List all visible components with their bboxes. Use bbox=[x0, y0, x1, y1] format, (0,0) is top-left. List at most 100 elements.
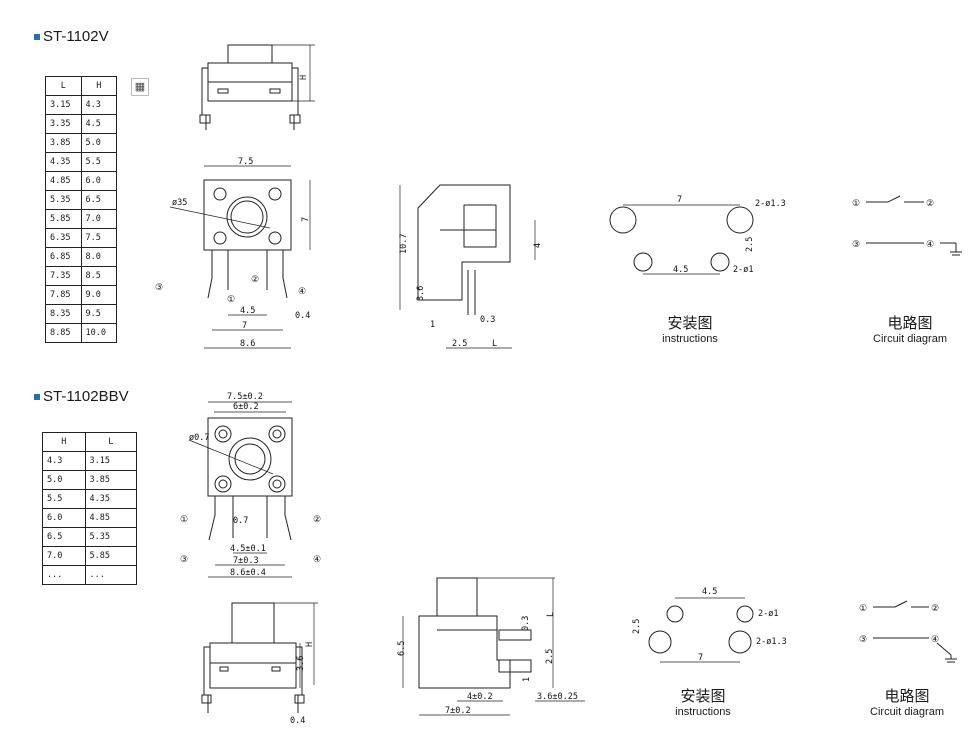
pin-3-label: ③ bbox=[180, 554, 188, 564]
dim-7-5-tol: 7.5±0.2 bbox=[227, 392, 263, 402]
front-view-st1102bbv: H 3.6 0.4 bbox=[201, 602, 318, 726]
dim-6-tol: 6±0.2 bbox=[233, 402, 259, 412]
circuit-pin-3: ③ bbox=[852, 239, 860, 249]
inst-hole-13: 2-ø1.3 bbox=[756, 637, 787, 647]
pin-1-label: ① bbox=[227, 294, 235, 304]
dim-1: 1 bbox=[430, 320, 435, 330]
dim-0-7: 0.7 bbox=[233, 516, 248, 526]
table-cell: 4.3 bbox=[42, 451, 86, 471]
section-title-st1102bbv: ST-1102BBV bbox=[34, 388, 129, 405]
dim-diameter: ø35 bbox=[172, 198, 187, 208]
calculator-icon[interactable]: ▦ bbox=[131, 78, 149, 96]
circuit-caption-en: Circuit diagram bbox=[873, 333, 947, 345]
dim-8-6-tol: 8.6±0.4 bbox=[230, 568, 266, 578]
dim-0-3: 0.3 bbox=[521, 616, 531, 631]
table-cell: 6.5 bbox=[80, 190, 117, 210]
install-caption-cn: 安装图 bbox=[667, 315, 713, 332]
table-cell: 7.85 bbox=[45, 285, 82, 305]
dim-4: 4 bbox=[533, 243, 543, 248]
dim-0-3: 0.3 bbox=[480, 315, 495, 325]
table-cell: 6.0 bbox=[80, 171, 117, 191]
table-cell: 8.5 bbox=[80, 266, 117, 286]
inst-dim-7: 7 bbox=[677, 195, 682, 205]
section-title-text: ST-1102V bbox=[43, 28, 109, 45]
circuit-caption-en: Circuit diagram bbox=[870, 706, 944, 718]
dim-7-pins: 7 bbox=[242, 321, 247, 331]
table-cell: 6.85 bbox=[45, 247, 82, 267]
table-cell: 7.5 bbox=[80, 228, 117, 248]
table-cell: 4.5 bbox=[80, 114, 117, 134]
table-cell: 4.3 bbox=[80, 95, 117, 115]
section-title-text: ST-1102BBV bbox=[43, 388, 129, 405]
side-view-st1102v: 10.7 4 3.6 1 0.3 2.5 L bbox=[399, 184, 543, 349]
dim-7-tol: 7±0.2 bbox=[445, 706, 471, 716]
dim-0-7-diam: ø0.7 bbox=[189, 433, 209, 443]
inst-dim-7: 7 bbox=[698, 653, 703, 663]
dim-l: L bbox=[546, 612, 556, 617]
table-header: H bbox=[42, 432, 86, 452]
table-cell: 6.0 bbox=[42, 508, 86, 528]
inst-hole-13: 2-ø1.3 bbox=[755, 199, 786, 209]
install-caption-en: instructions bbox=[675, 706, 731, 718]
circuit-diagram-st1102bbv: ① ② ③ ④ bbox=[859, 600, 957, 663]
dim-4-5: 4.5 bbox=[240, 306, 255, 316]
table-cell: 4.35 bbox=[84, 489, 138, 509]
dim-10-7: 10.7 bbox=[399, 234, 409, 254]
dim-4-tol: 4±0.2 bbox=[467, 692, 493, 702]
table-header: L bbox=[45, 76, 82, 96]
table-header: L bbox=[84, 432, 138, 452]
pin-1-label: ① bbox=[180, 514, 188, 524]
circuit-pin-4: ④ bbox=[931, 634, 939, 644]
dim-l: L bbox=[492, 339, 497, 349]
install-caption-st1102v: 安装图 instructions bbox=[640, 312, 740, 345]
table-cell: 5.0 bbox=[42, 470, 86, 490]
side-view-st1102bbv: L 0.3 6.5 2.5 1 4±0.2 7±0.2 3.6±0.25 bbox=[397, 577, 585, 716]
table-cell: ... bbox=[42, 565, 86, 585]
table-cell: 7.35 bbox=[45, 266, 82, 286]
install-caption-en: instructions bbox=[662, 333, 718, 345]
table-cell: 4.35 bbox=[45, 152, 82, 172]
table-cell: 3.15 bbox=[45, 95, 82, 115]
inst-dim-2-5: 2.5 bbox=[745, 237, 755, 252]
table-cell: 8.35 bbox=[45, 304, 82, 324]
inst-dim-2-5: 2.5 bbox=[632, 619, 642, 634]
inst-hole-1: 2-ø1 bbox=[758, 609, 778, 619]
inst-dim-4-5: 4.5 bbox=[702, 587, 717, 597]
dim-4-5-tol: 4.5±0.1 bbox=[230, 544, 266, 554]
table-cell: 8.0 bbox=[80, 247, 117, 267]
circuit-caption-cn: 电路图 bbox=[887, 315, 933, 332]
dim-8-6: 8.6 bbox=[240, 339, 255, 349]
table-cell: 10.0 bbox=[80, 323, 117, 343]
front-view-st1102v: H bbox=[199, 44, 315, 130]
table-header: H bbox=[80, 76, 117, 96]
circuit-pin-3: ③ bbox=[859, 634, 867, 644]
circuit-caption-cn: 电路图 bbox=[884, 688, 930, 705]
pin-4-label: ④ bbox=[298, 286, 306, 296]
dim-7-5: 7.5 bbox=[238, 157, 253, 167]
table-cell: 3.35 bbox=[45, 114, 82, 134]
pin-2-label: ② bbox=[313, 514, 321, 524]
table-cell: 3.85 bbox=[84, 470, 138, 490]
table-cell: 5.85 bbox=[45, 209, 82, 229]
table-cell: 5.5 bbox=[80, 152, 117, 172]
dim-3-6: 3.6 bbox=[416, 286, 426, 301]
circuit-pin-1: ① bbox=[852, 198, 860, 208]
dim-0-4: 0.4 bbox=[295, 311, 310, 321]
circuit-diagram-st1102v: ① ② ③ ④ bbox=[852, 195, 962, 256]
circuit-caption-st1102v: 电路图 Circuit diagram bbox=[855, 312, 965, 345]
table-cell: 5.85 bbox=[84, 546, 138, 566]
